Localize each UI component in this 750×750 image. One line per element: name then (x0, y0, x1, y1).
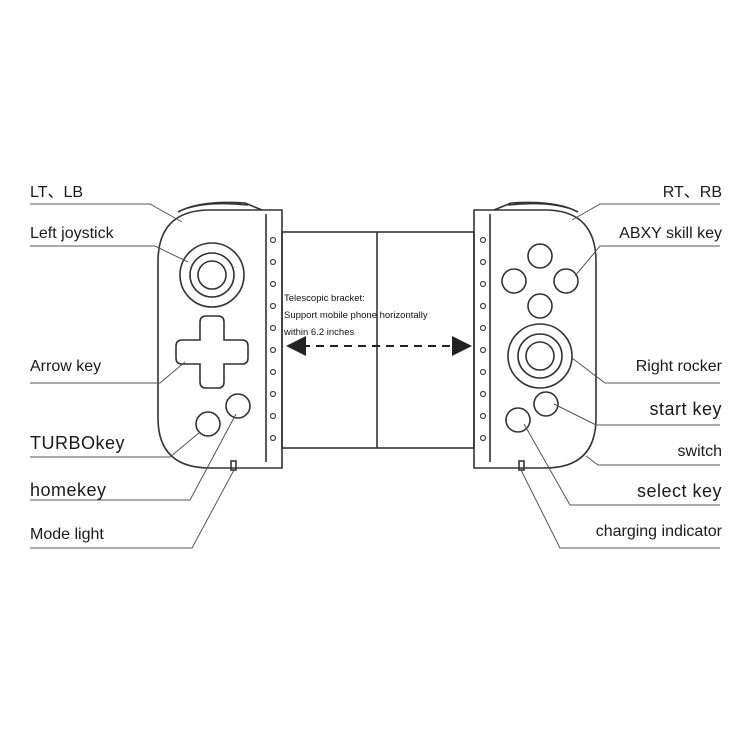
right-body (473, 209, 597, 469)
bracket-note-line2: Support mobile phone horizontally (284, 310, 428, 321)
label-left-joystick: Left joystick (30, 225, 114, 242)
arrow-key-dpad (175, 315, 249, 389)
label-rt-rb: RT、RB (662, 184, 722, 201)
home-button (225, 393, 251, 419)
left-joystick (179, 242, 245, 308)
label-start-key: start key (649, 399, 722, 419)
left-controller (157, 201, 283, 471)
bracket-note-line1: Telescopic bracket: (284, 293, 365, 304)
label-switch: switch (677, 443, 722, 460)
label-right-rocker: Right rocker (635, 358, 722, 375)
bracket-note: Telescopic bracket: Support mobile phone… (284, 290, 428, 341)
start-button (533, 391, 559, 417)
leader-lines (30, 203, 720, 549)
select-button (505, 407, 531, 433)
label-arrow-key: Arrow key (30, 358, 102, 375)
label-lt-lb: LT、LB (30, 184, 84, 201)
label-abxy-skill-key: ABXY skill key (619, 225, 722, 242)
label-mode-light: Mode light (30, 526, 104, 543)
label-home-key: homekey (30, 480, 107, 500)
right-controller (473, 201, 597, 471)
bracket-note-line3: within 6.2 inches (284, 327, 355, 338)
abxy-buttons (501, 243, 579, 319)
turbo-button (195, 411, 221, 437)
label-select-key: select key (636, 481, 722, 501)
label-charging-indicator: charging indicator (595, 523, 722, 540)
label-turbo-key: TURBOkey (30, 433, 126, 453)
right-rocker (507, 323, 573, 389)
left-body (157, 209, 283, 469)
